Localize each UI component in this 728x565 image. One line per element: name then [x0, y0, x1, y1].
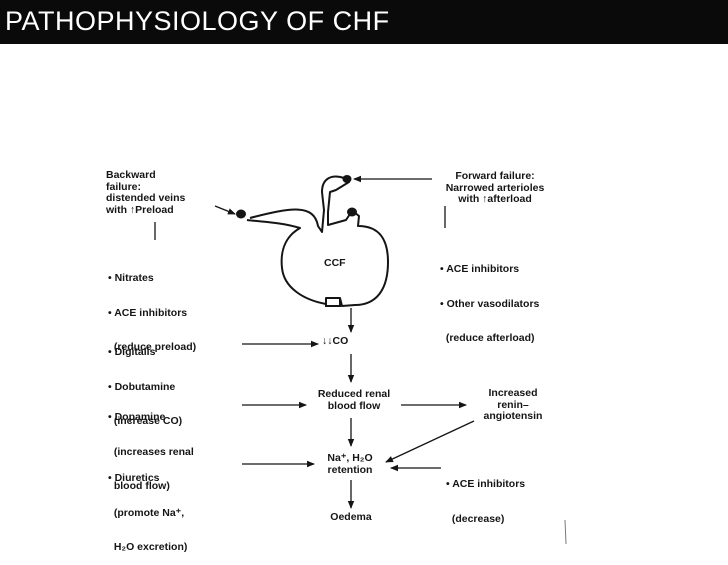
reduced-renal-blood-flow: Reduced renal blood flow [317, 388, 391, 412]
co-drugs-list: • Digitalis • Dobutamine (increase CO) [108, 346, 183, 427]
vessel-top [342, 175, 352, 183]
renin-angiotensin-label: Increased renin– angiotensin [483, 387, 543, 422]
heart-label: CCF [324, 257, 346, 269]
renal-drugs-list: • Dopamine (increases renal blood flow) [108, 411, 194, 492]
afterload-drugs-list: • ACE inhibitors • Other vasodilators (r… [440, 263, 540, 344]
backward-failure-label: Backward failure: distended veins with ↑… [106, 169, 186, 216]
sodium-water-retention: Na⁺, H₂O retention [327, 452, 373, 476]
diagram-lines [154, 175, 567, 545]
oedema-label: Oedema [330, 511, 372, 523]
heart-outline [246, 175, 389, 307]
forward-failure-label: Forward failure: Narrowed arterioles wit… [445, 170, 545, 205]
title-bar: PATHOPHYSIOLOGY OF CHF [0, 0, 728, 44]
vessel-left [236, 209, 246, 219]
reduced-co-label: ↓↓CO [322, 335, 349, 347]
preload-drugs-list: • Nitrates • ACE inhibitors (reduce prel… [108, 272, 197, 353]
arrow-renin-to-retention [385, 420, 475, 463]
heart-bottom-vessel [325, 298, 341, 307]
border-mark [564, 519, 567, 545]
vessel-right [347, 207, 357, 217]
arrow-backward-failure [214, 205, 236, 215]
diuretics-list: • Diuretics (promote Na⁺, H₂O excretion) [108, 472, 188, 553]
slide-title: PATHOPHYSIOLOGY OF CHF [5, 6, 390, 36]
ace-inhibitors-decrease: • ACE inhibitors (decrease) [446, 478, 526, 525]
